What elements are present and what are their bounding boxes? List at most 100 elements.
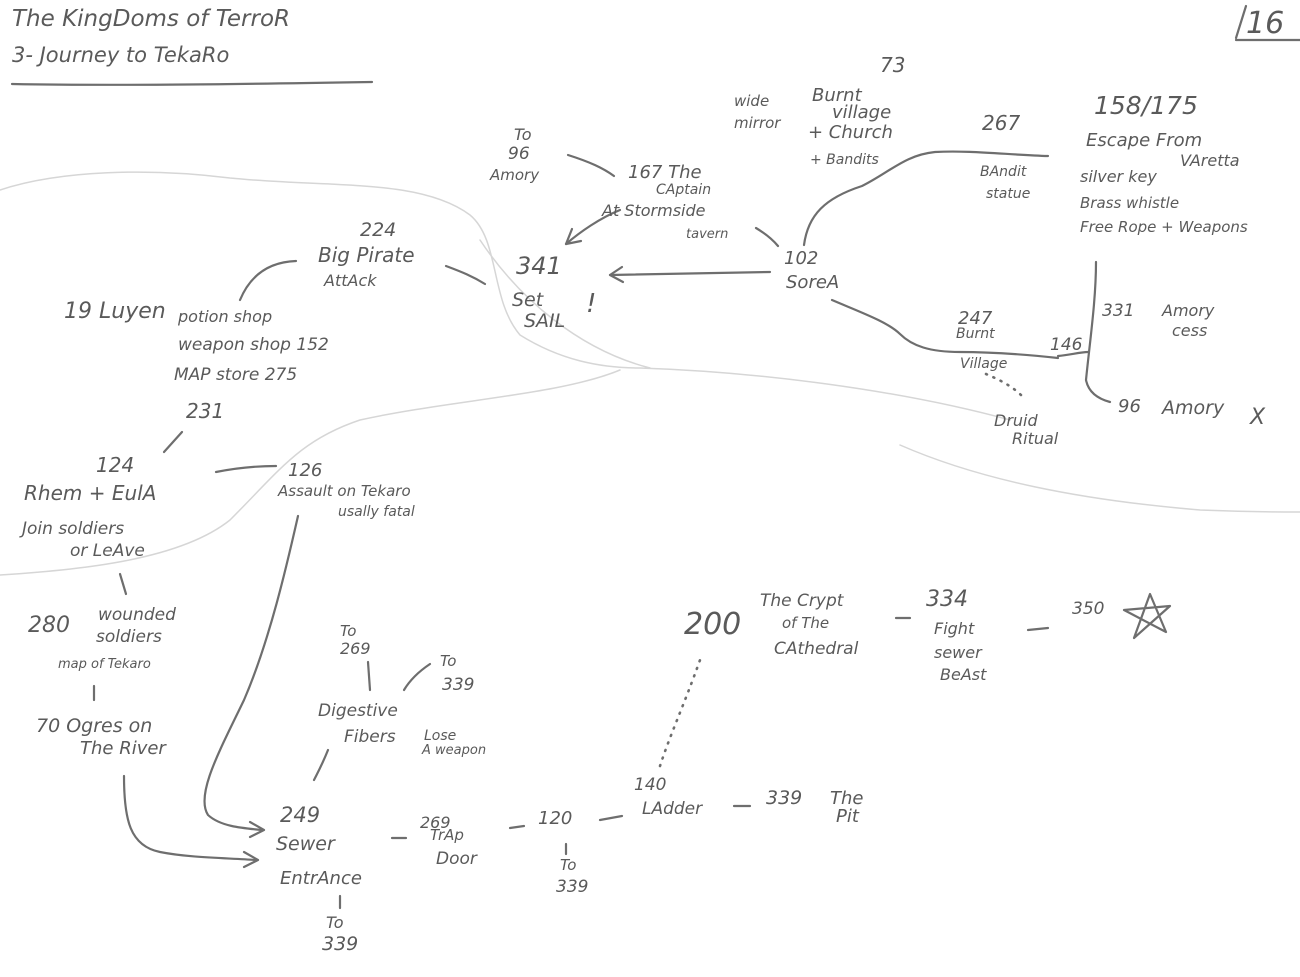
- svg-text:73: 73: [880, 53, 905, 77]
- svg-text:146: 146: [1050, 335, 1083, 355]
- title-line-1: The KingDoms of TerroR: [12, 6, 290, 32]
- node-to-269: To 269: [340, 622, 371, 658]
- svg-text:MAP store 275: MAP store 275: [174, 365, 297, 385]
- svg-text:tavern: tavern: [686, 227, 728, 242]
- node-to-339-sewer: To 339: [322, 913, 358, 955]
- node-70-ogres-on-river: 70 Ogres on The River: [36, 715, 167, 759]
- node-146: 146: [1050, 335, 1083, 355]
- node-140-ladder: 140 LAdder: [634, 775, 703, 819]
- svg-text:126: 126: [288, 460, 322, 481]
- svg-text:To: To: [514, 125, 532, 144]
- svg-text:140: 140: [634, 775, 666, 795]
- node-200-crypt: 200 The Crypt of The CAthedral: [684, 591, 859, 659]
- node-96-amory: 96 Amory X: [1118, 396, 1266, 430]
- svg-text:To: To: [560, 856, 577, 874]
- background-region-curves: [0, 171, 1300, 576]
- svg-text:LAdder: LAdder: [642, 799, 703, 819]
- svg-text:+ Church: + Church: [808, 122, 893, 143]
- svg-text:331: 331: [1102, 301, 1134, 321]
- svg-text:267: 267: [982, 111, 1020, 135]
- svg-text:Escape From: Escape From: [1086, 130, 1202, 151]
- svg-text:map of Tekaro: map of Tekaro: [58, 657, 151, 672]
- svg-text:To: To: [340, 622, 357, 640]
- svg-text:269: 269: [340, 639, 371, 658]
- node-escape-from-varetta: 158/175 Escape From VAretta silver key B…: [1080, 91, 1248, 236]
- svg-text:339: 339: [766, 787, 802, 809]
- svg-text:334: 334: [926, 587, 968, 612]
- node-334-fight-sewer-beast: 334 Fight sewer BeAst: [926, 587, 987, 684]
- svg-text:EntrAnce: EntrAnce: [280, 868, 362, 889]
- svg-text:statue: statue: [986, 186, 1030, 202]
- svg-text:usally fatal: usally fatal: [338, 504, 415, 520]
- svg-text:Brass whistle: Brass whistle: [1080, 194, 1179, 212]
- node-126-assault-on-tekaro: 126 Assault on Tekaro usally fatal: [277, 460, 415, 520]
- svg-text:BAndit: BAndit: [980, 164, 1027, 180]
- svg-text:Fibers: Fibers: [344, 727, 396, 747]
- svg-text:Burnt: Burnt: [812, 85, 863, 106]
- svg-text:Lose: Lose: [424, 728, 456, 744]
- svg-text:CAptain: CAptain: [656, 182, 711, 198]
- svg-text:!: !: [586, 289, 596, 319]
- svg-text:SoreA: SoreA: [786, 272, 839, 293]
- svg-text:Ritual: Ritual: [1012, 429, 1059, 448]
- svg-text:Druid: Druid: [994, 411, 1038, 430]
- node-224-big-pirate: 224 Big Pirate AttAck: [318, 219, 415, 290]
- svg-text:96: 96: [508, 144, 530, 164]
- svg-text:231: 231: [186, 399, 224, 423]
- svg-text:A weapon: A weapon: [421, 743, 486, 758]
- node-247-burnt-village: 247 Burnt Village: [956, 308, 1007, 372]
- dead-end-mark: X: [1249, 405, 1266, 430]
- svg-text:potion shop: potion shop: [177, 307, 272, 326]
- connectors: [92, 150, 1112, 910]
- svg-text:Fight: Fight: [934, 619, 975, 638]
- node-burnt-village-church: Burnt village + Church + Bandits: [808, 85, 893, 168]
- node-to-339-lower: To 339: [556, 856, 588, 897]
- svg-text:+ Bandits: + Bandits: [810, 152, 879, 168]
- svg-text:CAthedral: CAthedral: [774, 639, 859, 659]
- svg-text:wide: wide: [734, 92, 769, 110]
- svg-text:158/175: 158/175: [1094, 91, 1198, 120]
- node-341-set-sail: 341 Set SAIL !: [512, 252, 596, 332]
- node-124-rhem-eula: 124 Rhem + EulA Join soldiers or LeAve: [19, 453, 156, 561]
- svg-text:To: To: [440, 652, 457, 670]
- svg-text:or LeAve: or LeAve: [70, 541, 145, 561]
- svg-text:Amory: Amory: [1161, 301, 1215, 320]
- svg-text:269: 269: [420, 813, 451, 832]
- node-to-339-upper: To 339: [440, 652, 474, 695]
- node-167-captain: 167 The CAptain At Stormside tavern: [601, 162, 728, 242]
- node-bandit-statue: BAndit statue: [980, 164, 1030, 202]
- svg-text:TrAp: TrAp: [430, 826, 464, 844]
- svg-text:silver key: silver key: [1080, 167, 1157, 186]
- svg-text:350: 350: [1072, 599, 1104, 619]
- svg-text:The Crypt: The Crypt: [760, 591, 845, 611]
- page-number-bar: [1234, 4, 1248, 40]
- node-331-amory-cess: 331 Amory cess: [1102, 301, 1215, 340]
- node-249-sewer-entrance: 249 Sewer EntrAnce: [276, 803, 362, 889]
- svg-text:120: 120: [538, 808, 572, 829]
- svg-text:102: 102: [784, 248, 818, 269]
- node-19-luyen: 19 Luyen potion shop weapon shop 152 MAP…: [64, 299, 329, 385]
- svg-text:BeAst: BeAst: [940, 665, 987, 684]
- svg-text:The River: The River: [80, 738, 167, 759]
- svg-text:sewer: sewer: [934, 643, 983, 662]
- svg-text:wounded: wounded: [98, 605, 176, 625]
- svg-text:At Stormside: At Stormside: [601, 201, 706, 220]
- header: The KingDoms of TerroR 3- Journey to Tek…: [10, 4, 1300, 86]
- svg-text:Village: Village: [960, 356, 1007, 372]
- svg-text:of The: of The: [782, 614, 829, 632]
- svg-text:Free Rope + Weapons: Free Rope + Weapons: [1080, 218, 1248, 236]
- svg-text:cess: cess: [1172, 321, 1207, 340]
- node-339-pit: 339 The Pit: [766, 787, 863, 827]
- svg-text:200: 200: [684, 607, 741, 642]
- svg-text:124: 124: [96, 453, 134, 477]
- node-to-96-amory: To 96 Amory: [489, 125, 540, 184]
- svg-text:Big Pirate: Big Pirate: [318, 243, 415, 267]
- svg-text:70 Ogres on: 70 Ogres on: [36, 715, 152, 737]
- title-line-2: 3- Journey to TekaRo: [12, 43, 229, 67]
- svg-text:village: village: [832, 102, 891, 123]
- node-350: 350: [1072, 599, 1104, 619]
- svg-text:280: 280: [28, 613, 70, 638]
- svg-text:SAIL: SAIL: [524, 310, 565, 332]
- svg-text:soldiers: soldiers: [96, 627, 162, 647]
